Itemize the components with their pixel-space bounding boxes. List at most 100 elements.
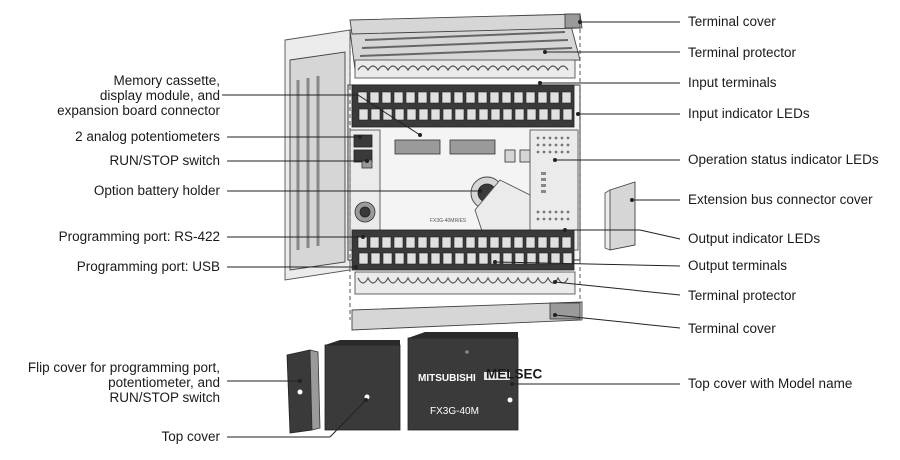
- input-terminal-screw: [513, 91, 524, 104]
- left-leaders: [222, 94, 482, 438]
- input-terminal-screw: [441, 91, 452, 104]
- label-output-terminals: Output terminals: [688, 258, 787, 273]
- top-cover-end: [564, 13, 581, 29]
- top-cover-with-model: [407, 337, 519, 431]
- top-terminal-protector: [354, 59, 576, 79]
- input-terminal-screw: [406, 108, 417, 121]
- output-terminal-screw: [501, 236, 512, 249]
- label-terminal-cover-top: Terminal cover: [688, 14, 776, 29]
- input-terminal-screw: [417, 91, 428, 104]
- output-terminal-screw: [562, 252, 573, 265]
- label-input-terminals: Input terminals: [688, 75, 777, 90]
- input-terminal-screw: [561, 91, 572, 104]
- output-terminal-screws: [357, 236, 573, 265]
- label-port-rs422: Programming port: RS-422: [59, 229, 220, 244]
- input-terminal-screw: [465, 91, 476, 104]
- label-top-cover: Top cover: [161, 429, 220, 444]
- label-memory-line1: Memory cassette,: [113, 73, 220, 88]
- input-terminal-screw: [502, 108, 513, 121]
- input-led-dot: [560, 143, 564, 147]
- label-memory-line3: expansion board connector: [57, 103, 220, 118]
- output-led-dot: [548, 217, 552, 221]
- melsec-badge: [484, 372, 510, 380]
- input-indicator-leds: [536, 136, 570, 154]
- output-terminal-screw: [513, 236, 524, 249]
- input-terminal-screw: [538, 108, 549, 121]
- output-terminal-screw: [502, 252, 513, 265]
- input-terminal-screw: [381, 91, 392, 104]
- input-terminal-screw: [525, 91, 536, 104]
- covers: MITSUBISHI MELSEC FX3G-40M: [286, 332, 543, 434]
- input-terminal-block: [351, 84, 575, 128]
- label-terminal-protector-top: Terminal protector: [688, 45, 797, 60]
- input-led-dot: [560, 136, 564, 140]
- output-terminal-screw: [514, 252, 525, 265]
- input-led-dot: [554, 150, 558, 154]
- input-led-dot: [536, 150, 540, 154]
- input-terminal-screw: [430, 108, 441, 121]
- output-terminal-screw: [430, 252, 441, 265]
- output-terminal-screw: [394, 252, 405, 265]
- input-terminal-screw: [453, 91, 464, 104]
- label-input-indicator-leds: Input indicator LEDs: [688, 106, 810, 121]
- input-terminal-screw: [478, 108, 489, 121]
- output-terminal-screw: [526, 252, 537, 265]
- melsec-badge-text: MELSEC: [486, 367, 543, 382]
- input-terminal-screw: [537, 91, 548, 104]
- output-terminal-screw: [442, 252, 453, 265]
- input-led-dot: [542, 136, 546, 140]
- input-led-dot: [560, 150, 564, 154]
- input-led-dot: [542, 150, 546, 154]
- input-led-dot: [554, 136, 558, 140]
- input-terminal-screw: [526, 108, 537, 121]
- output-led-dot: [536, 217, 540, 221]
- label-terminal-protector-bottom: Terminal protector: [688, 288, 797, 303]
- output-led-dot: [542, 210, 546, 214]
- top-fins: [359, 31, 573, 57]
- model-cover-marker: [507, 397, 513, 403]
- input-terminal-screw: [501, 91, 512, 104]
- output-led-dot: [554, 217, 558, 221]
- connector-clip-1: [504, 149, 516, 163]
- top-cover: [324, 344, 401, 431]
- connector-clip-2: [519, 149, 531, 163]
- input-led-dot: [566, 143, 570, 147]
- label-top-cover-with-model: Top cover with Model name: [688, 376, 852, 391]
- input-led-dot: [536, 143, 540, 147]
- input-led-dot: [566, 150, 570, 154]
- input-led-dot: [548, 143, 552, 147]
- input-terminal-screw: [454, 108, 465, 121]
- input-terminal-screw: [466, 108, 477, 121]
- status-led-group: [541, 172, 546, 193]
- output-led-dot: [566, 217, 570, 221]
- input-terminal-screw: [490, 108, 501, 121]
- brand-label: MITSUBISHI: [418, 373, 476, 384]
- output-led-dot: [542, 217, 546, 221]
- output-terminal-screw: [382, 252, 393, 265]
- output-terminal-screw: [466, 252, 477, 265]
- input-terminal-screw: [514, 108, 525, 121]
- output-terminal-screw: [537, 236, 548, 249]
- input-led-dot: [566, 136, 570, 140]
- input-terminal-screw: [393, 91, 404, 104]
- input-led-dot: [542, 143, 546, 147]
- output-terminal-screw: [429, 236, 440, 249]
- output-terminal-screw: [453, 236, 464, 249]
- bottom-terminal-cover: [351, 301, 583, 331]
- memory-cassette-connector: [394, 139, 441, 155]
- label-memory-line2: display module, and: [100, 88, 220, 103]
- input-terminal-screw: [358, 108, 369, 121]
- flip-cover-marker: [297, 389, 303, 395]
- model-label: FX3G-40M: [430, 406, 479, 417]
- output-led-dot: [554, 210, 558, 214]
- output-terminal-screw: [369, 236, 380, 249]
- output-terminal-screw: [381, 236, 392, 249]
- output-terminal-screw: [561, 236, 572, 249]
- output-led-dot: [536, 210, 540, 214]
- input-terminal-screw: [489, 91, 500, 104]
- output-terminal-screw: [441, 236, 452, 249]
- label-output-indicator-leds: Output indicator LEDs: [688, 231, 820, 246]
- left-labels: Memory cassette, display module, and exp…: [28, 73, 221, 444]
- output-terminal-screw: [525, 236, 536, 249]
